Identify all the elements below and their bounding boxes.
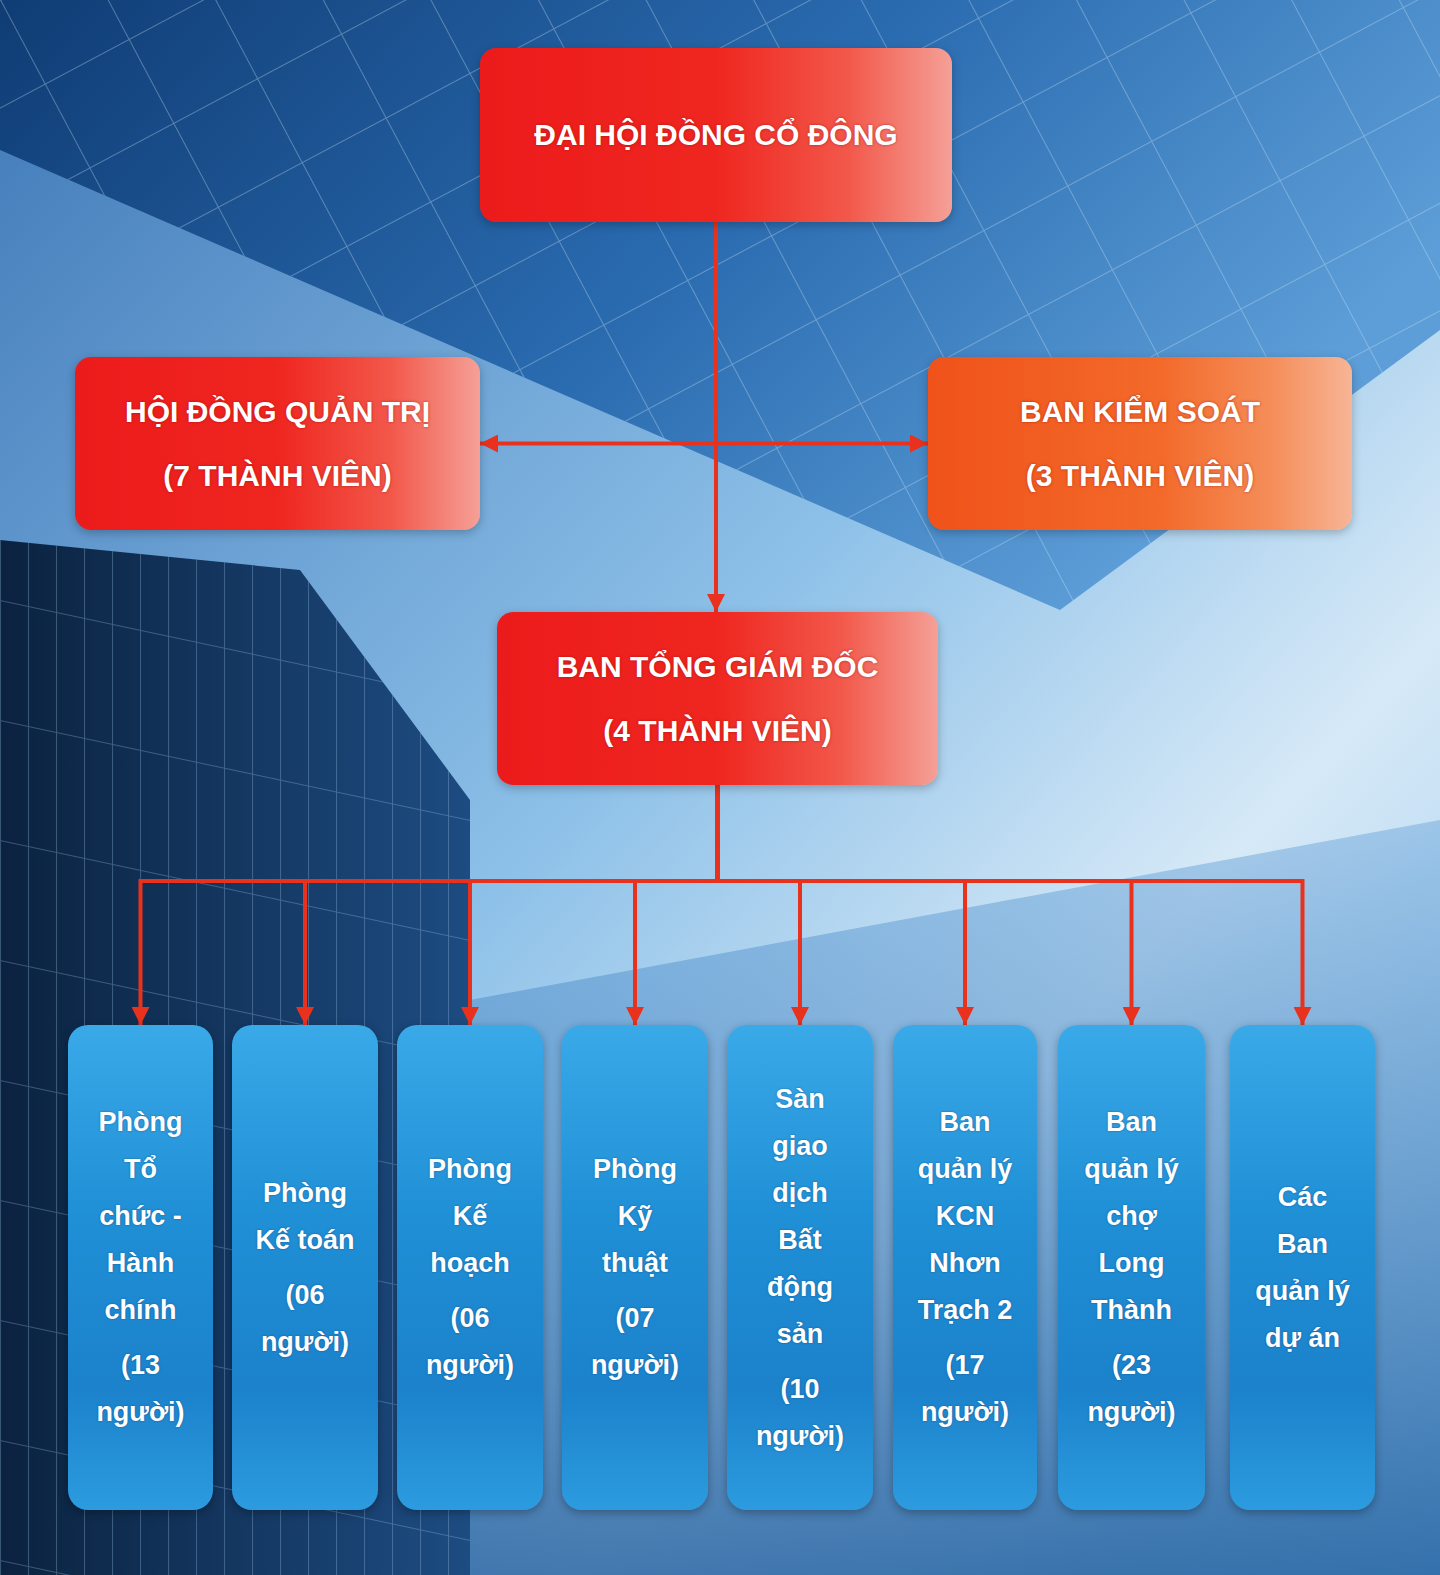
box-label: Ban quản lý KCN Nhơn Trạch 2: [915, 1099, 1015, 1334]
box-label: ĐẠI HỘI ĐỒNG CỔ ĐÔNG: [534, 117, 897, 153]
connector-arrow: [714, 222, 718, 612]
box-label: (7 THÀNH VIÊN): [163, 458, 391, 494]
governance-box: HỘI ĐỒNG QUẢN TRỊ (7 THÀNH VIÊN): [75, 357, 480, 530]
connector-arrow: [716, 222, 928, 444]
department-box: Ban quản lý chợ Long Thành(23 người): [1058, 1025, 1205, 1510]
right-building: [470, 820, 1440, 1575]
department-box: Phòng Tổ chức - Hành chính(13 người): [68, 1025, 213, 1510]
connector-arrow: [305, 785, 718, 1025]
connector-arrow: [141, 785, 718, 1025]
glass-tower: [0, 0, 1440, 610]
box-label: (06 người): [420, 1295, 520, 1389]
box-label: Phòng Kế toán: [255, 1170, 355, 1264]
box-label: HỘI ĐỒNG QUẢN TRỊ: [125, 394, 430, 430]
department-box: Phòng Kế hoạch(06 người): [397, 1025, 543, 1510]
box-label: (13 người): [91, 1342, 191, 1436]
box-label: (23 người): [1082, 1342, 1182, 1436]
connector-arrow: [718, 785, 801, 1025]
connector-arrow: [480, 222, 716, 444]
box-label: Ban quản lý chợ Long Thành: [1082, 1099, 1182, 1334]
department-box: Phòng Kỹ thuật(07 người): [562, 1025, 708, 1510]
department-box: Ban quản lý KCN Nhơn Trạch 2(17 người): [893, 1025, 1037, 1510]
box-label: Các Ban quản lý dự án: [1253, 1174, 1353, 1362]
box-label: (07 người): [585, 1295, 685, 1389]
governance-box: BAN TỔNG GIÁM ĐỐC (4 THÀNH VIÊN): [497, 612, 938, 785]
glass-grid: [0, 0, 1440, 610]
connector-arrow: [470, 785, 718, 1025]
box-label: Sàn giao dịch Bất động sản: [750, 1076, 850, 1358]
department-box: Phòng Kế toán(06 người): [232, 1025, 378, 1510]
box-label: Phòng Kỹ thuật: [585, 1146, 685, 1287]
governance-box: BAN KIỂM SOÁT (3 THÀNH VIÊN): [928, 357, 1352, 530]
box-label: Phòng Kế hoạch: [420, 1146, 520, 1287]
connector-arrow: [718, 785, 1132, 1025]
box-label: (3 THÀNH VIÊN): [1026, 458, 1254, 494]
box-label: Phòng Tổ chức - Hành chính: [91, 1099, 191, 1334]
box-label: BAN TỔNG GIÁM ĐỐC: [557, 649, 879, 685]
connector-arrow: [635, 785, 718, 1025]
department-box: Các Ban quản lý dự án: [1230, 1025, 1375, 1510]
box-label: BAN KIỂM SOÁT: [1020, 394, 1260, 430]
box-label: (06 người): [255, 1272, 355, 1366]
box-label: (10 người): [750, 1366, 850, 1460]
governance-box: ĐẠI HỘI ĐỒNG CỔ ĐÔNG: [480, 48, 952, 222]
connector-arrow: [718, 785, 1303, 1025]
box-label: (17 người): [915, 1342, 1015, 1436]
department-box: Sàn giao dịch Bất động sản(10 người): [727, 1025, 873, 1510]
box-label: (4 THÀNH VIÊN): [603, 713, 831, 749]
connector-arrow: [718, 785, 966, 1025]
